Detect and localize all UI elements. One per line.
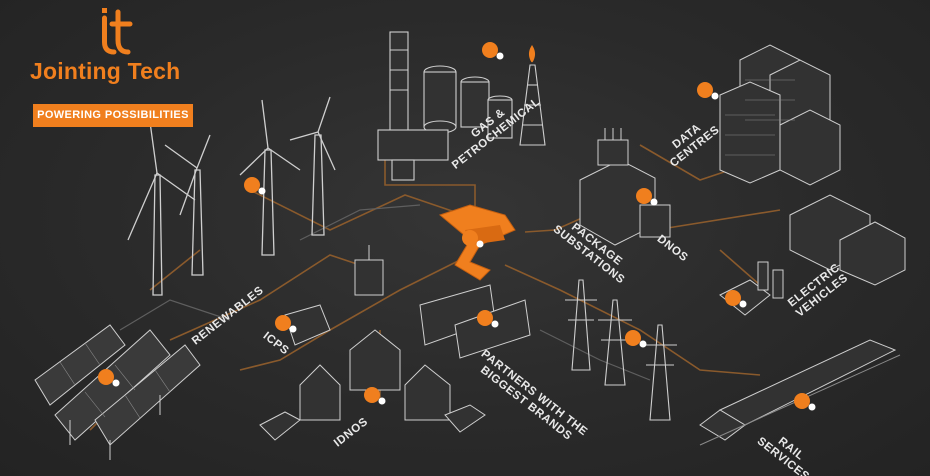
house-icon — [299, 329, 451, 421]
substation-icon — [354, 245, 384, 296]
substation-icon — [579, 128, 671, 246]
data-centre-icon — [719, 44, 906, 286]
pylon-icon — [565, 279, 677, 421]
brand-tagline: POWERING POSSIBILITIES — [33, 104, 193, 127]
lorry-icon — [419, 284, 531, 359]
worker-badge-icon — [98, 42, 816, 411]
ev-charger-icon — [757, 261, 784, 299]
van-icon — [284, 304, 331, 346]
wind-turbine-icon — [127, 96, 336, 296]
brand-name: Jointing Tech — [30, 58, 181, 84]
train-icon — [699, 339, 901, 446]
solar-panel-icon — [34, 324, 201, 460]
refinery-icon — [377, 31, 546, 181]
jointing-tech-logo-icon — [102, 8, 133, 55]
network-lines-grey — [119, 204, 651, 381]
